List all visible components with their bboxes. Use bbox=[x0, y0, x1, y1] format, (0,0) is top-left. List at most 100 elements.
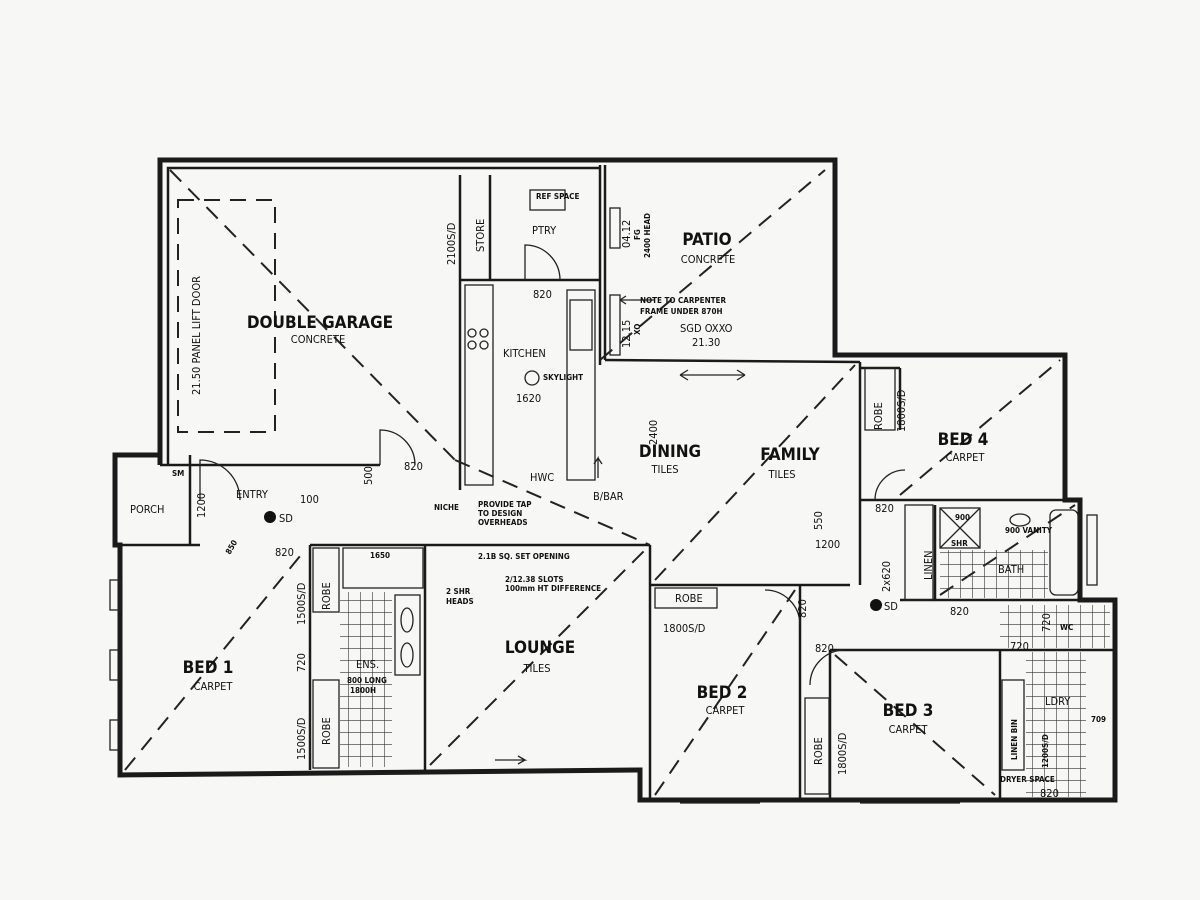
niche-label: NICHE bbox=[434, 503, 459, 512]
dim-820-bed2: 820 bbox=[796, 599, 809, 618]
dim-820-bed4: 820 bbox=[875, 502, 894, 515]
hwc-label: HWC bbox=[530, 471, 554, 484]
bed4-finish: CARPET bbox=[946, 451, 986, 464]
store-label: STORE bbox=[474, 219, 487, 252]
kitchen-label: KITCHEN bbox=[503, 347, 546, 360]
dim-820-bed1: 820 bbox=[275, 546, 294, 559]
bed4-robe bbox=[864, 367, 896, 431]
dim-1620: 1620 bbox=[516, 392, 541, 405]
dim-1500sd-2: 1500S/D bbox=[295, 717, 308, 760]
dim-900-vanity: 900 VANITY bbox=[1005, 526, 1053, 535]
bbar-label: B/BAR bbox=[593, 490, 624, 503]
dim-fg: FG bbox=[633, 229, 642, 240]
sd-label-entry: SD bbox=[279, 512, 293, 525]
dim-720-ens: 720 bbox=[295, 653, 308, 672]
bed1-robe2-label: ROBE bbox=[320, 717, 333, 745]
dim-820-bath: 820 bbox=[950, 605, 969, 618]
tap-note-1: PROVIDE TAP bbox=[478, 500, 532, 509]
dim-xo: XO bbox=[633, 324, 642, 335]
ens-vanity bbox=[394, 594, 421, 676]
fridge-space bbox=[529, 189, 566, 211]
bed2-label: BED 2 bbox=[697, 683, 748, 703]
garage-label: DOUBLE GARAGE bbox=[247, 313, 393, 333]
bed3-label: BED 3 bbox=[883, 701, 934, 721]
meter-box-label: SM bbox=[172, 469, 184, 478]
garage-door-label: 21.50 PANEL LIFT DOOR bbox=[190, 276, 203, 395]
bed2-robe-label: ROBE bbox=[675, 592, 703, 605]
carpenter-note-1: NOTE TO CARPENTER bbox=[640, 296, 726, 305]
patio-finish: CONCRETE bbox=[681, 253, 735, 266]
bed3-finish: CARPET bbox=[889, 723, 929, 736]
entry-door-swing bbox=[199, 459, 241, 501]
ldry-label: LDRY bbox=[1045, 695, 1071, 708]
sgd-label: SGD OXXO bbox=[680, 322, 733, 335]
dim-1200-family: 1200 bbox=[815, 538, 840, 551]
linen-bin-label: LINEN BIN bbox=[1010, 719, 1019, 760]
tile-grids bbox=[340, 550, 1110, 797]
dim-1800sd-bed4: 1800S/D bbox=[895, 389, 908, 432]
dim-0412: 04.12 bbox=[620, 220, 633, 248]
bath-label: BATH bbox=[998, 563, 1024, 576]
sq-opening-note: 2.1B SQ. SET OPENING bbox=[478, 552, 570, 561]
shr-heads-2: HEADS bbox=[446, 597, 474, 606]
bed4-label: BED 4 bbox=[938, 430, 989, 450]
lounge-finish: TILES bbox=[522, 662, 550, 675]
ref-space-label: REF SPACE bbox=[536, 192, 579, 201]
garage-finish: CONCRETE bbox=[291, 333, 345, 346]
dining-finish: TILES bbox=[650, 463, 678, 476]
dim-500: 500 bbox=[362, 466, 375, 485]
dim-1200sd: 1200S/D bbox=[1041, 734, 1050, 768]
bed1-finish: CARPET bbox=[194, 680, 234, 693]
arrows bbox=[495, 295, 746, 765]
tap-note-2: TO DESIGN bbox=[478, 509, 522, 518]
tap-note-3: OVERHEADS bbox=[478, 518, 528, 527]
carpenter-note-2: FRAME UNDER 870H bbox=[640, 307, 722, 316]
dim-head: 2400 HEAD bbox=[643, 213, 652, 258]
pantry-door-swing bbox=[524, 244, 561, 281]
dim-720-wc-a: 720 bbox=[1010, 640, 1029, 653]
dim-2100sd: 2100S/D bbox=[445, 222, 458, 265]
linen-bin-cupboard bbox=[1001, 679, 1025, 771]
linen-label: LINEN bbox=[922, 551, 935, 580]
linen-cupboard bbox=[904, 504, 934, 601]
bed1-robe-bottom bbox=[312, 679, 340, 769]
entry-label: ENTRY bbox=[236, 488, 269, 501]
bed4-door-swing bbox=[874, 469, 906, 501]
dim-720-wc-b: 720 bbox=[1040, 613, 1053, 632]
bed3-door-swing bbox=[809, 649, 846, 686]
shower-label: SHR bbox=[951, 539, 968, 548]
dim-709: 709 bbox=[1091, 715, 1106, 724]
patio-label: PATIO bbox=[682, 230, 731, 250]
dim-820-garage: 820 bbox=[404, 460, 423, 473]
dim-1200-entry: 1200 bbox=[195, 493, 208, 518]
dim-1800sd-bed2: 1800S/D bbox=[663, 622, 706, 635]
dim-820-pantry: 820 bbox=[533, 288, 552, 301]
dim-2400: 2400 bbox=[647, 420, 660, 445]
dim-1800sd-bed3: 1800S/D bbox=[836, 732, 849, 775]
bed2-robe bbox=[654, 587, 718, 609]
ens-note-2: 1800H bbox=[350, 686, 376, 695]
dining-label: DINING bbox=[639, 442, 701, 462]
walls bbox=[112, 157, 1118, 803]
bed1-robe-top bbox=[312, 547, 340, 613]
dim-1215: 12.15 bbox=[620, 320, 633, 348]
wc-label: WC bbox=[1060, 623, 1073, 632]
smoke-detector-icon bbox=[870, 599, 882, 611]
bed4-robe-label: ROBE bbox=[872, 402, 885, 430]
bed3-robe bbox=[804, 697, 830, 795]
skylight-label: SKYLIGHT bbox=[543, 373, 583, 382]
ht-diff-note: 100mm HT DIFFERENCE bbox=[505, 584, 601, 593]
dryer-label: DRYER SPACE bbox=[1000, 775, 1055, 784]
pantry-label: PTRY bbox=[532, 224, 557, 237]
sd-label-hall: SD bbox=[884, 600, 898, 613]
porch-label: PORCH bbox=[130, 503, 164, 516]
ens-label: ENS. bbox=[356, 658, 379, 671]
bed1-robe-label: ROBE bbox=[320, 582, 333, 610]
bathtub bbox=[1049, 509, 1079, 596]
ens-shower bbox=[342, 547, 424, 589]
skylight-icon bbox=[524, 370, 540, 386]
dim-900-shr: 900 bbox=[955, 513, 970, 522]
dim-850: 850 bbox=[224, 538, 239, 556]
dim-1500sd-1: 1500S/D bbox=[295, 582, 308, 625]
